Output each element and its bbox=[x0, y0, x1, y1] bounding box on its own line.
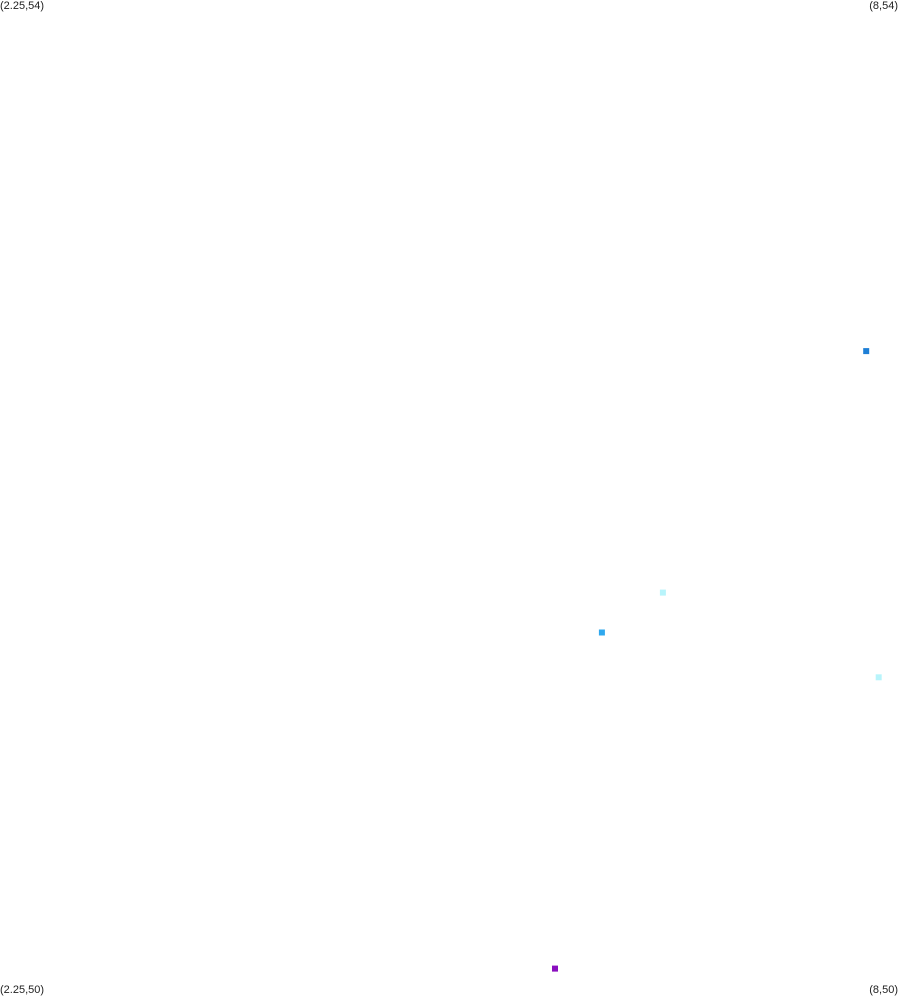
corner-label-top-right: (8,54) bbox=[869, 0, 898, 12]
scatter-point-3 bbox=[598, 629, 605, 636]
scatter-point-2 bbox=[659, 589, 666, 596]
scatter-point-4 bbox=[875, 674, 882, 681]
corner-label-bottom-left: (2.25,50) bbox=[0, 984, 45, 996]
scatter-point-5 bbox=[552, 965, 558, 972]
scatter-point-1 bbox=[863, 348, 870, 355]
corner-label-top-left: (2.25,54) bbox=[0, 0, 45, 12]
corner-label-bottom-right: (8,50) bbox=[869, 984, 898, 996]
